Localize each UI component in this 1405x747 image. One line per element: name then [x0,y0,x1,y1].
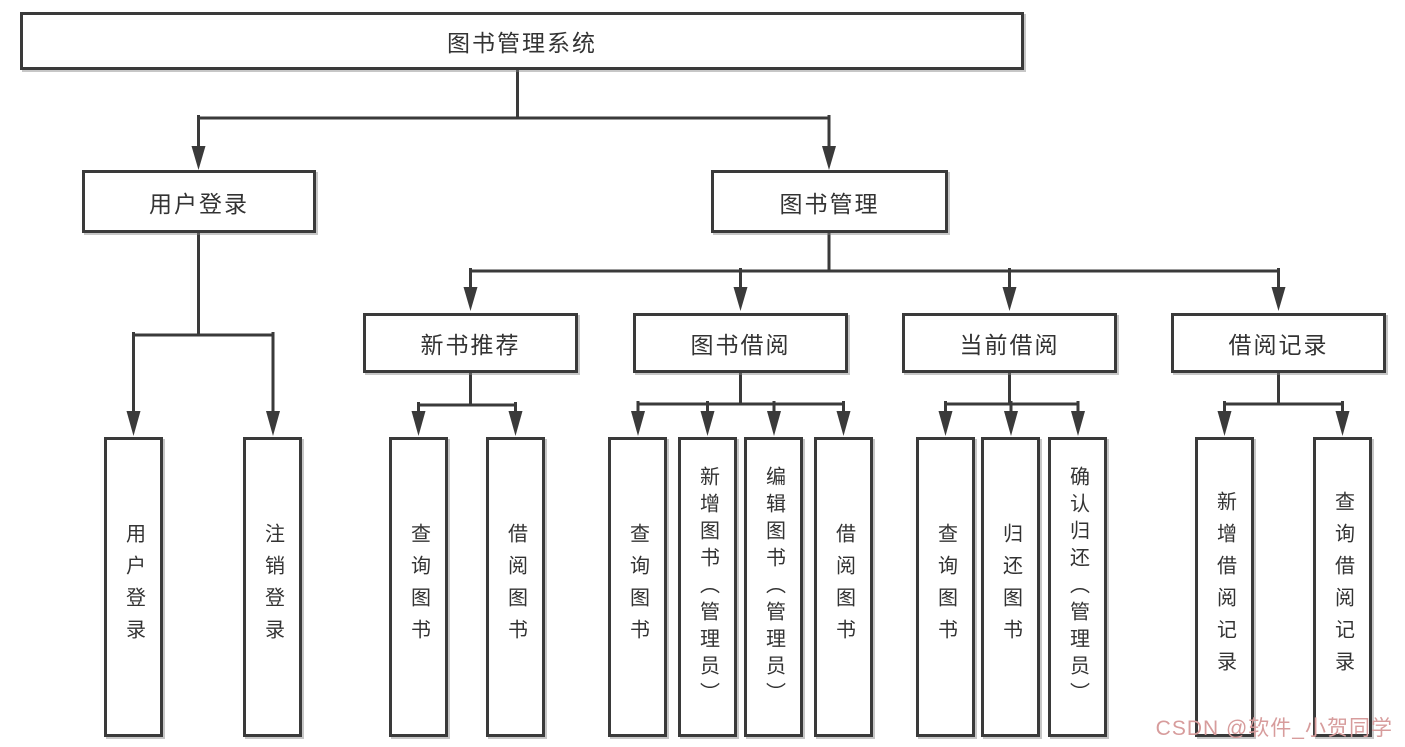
node-label: 新增借阅记录 [1213,491,1236,683]
node-label: 新增图书（管理员） [696,465,719,709]
leaf-edit-book-admin: 编辑图书（管理员） [744,437,803,737]
leaf-query-borrow-record: 查询借阅记录 [1313,437,1372,737]
leaf-query-book-borrow: 查询图书 [608,437,667,737]
node-label: 用户登录 [149,190,249,217]
node-book-borrow: 图书借阅 [633,313,848,373]
node-label: 用户登录 [122,523,145,651]
node-label: 注销登录 [261,523,284,651]
leaf-add-book-admin: 新增图书（管理员） [678,437,737,737]
node-label: 借阅图书 [504,523,527,651]
node-label: 确认归还（管理员） [1066,465,1089,709]
leaf-confirm-return-admin: 确认归还（管理员） [1048,437,1107,737]
node-label: 当前借阅 [959,332,1060,358]
connector-book-borrow-to-leaves [631,371,851,436]
node-label: 查询图书 [934,523,957,651]
leaf-borrow-book-recommend: 借阅图书 [486,437,545,737]
csdn-watermark: CSDN @软件_小贺同学 [1155,717,1393,740]
connector-new-book-to-leaves [411,371,523,436]
node-label: 查询图书 [407,523,430,651]
node-borrow-records: 借阅记录 [1171,313,1386,373]
leaf-query-book-current: 查询图书 [916,437,975,737]
node-book-management: 图书管理 [711,170,948,233]
connector-borrow-records-to-leaves [1217,371,1350,436]
connector-current-borrow-to-leaves [938,371,1085,436]
leaf-return-book: 归还图书 [981,437,1040,737]
node-label: 图书管理系统 [447,30,597,56]
leaf-borrow-book: 借阅图书 [814,437,873,737]
node-new-book-recommend: 新书推荐 [363,313,578,373]
node-label: 借阅记录 [1228,332,1329,358]
leaf-user-login: 用户登录 [104,437,163,737]
connector-root-to-level2 [191,68,836,170]
node-system-root: 图书管理系统 [20,12,1024,70]
node-user-login: 用户登录 [82,170,316,233]
node-label: 图书借阅 [690,332,791,358]
node-label: 查询图书 [626,523,649,651]
node-label: 查询借阅记录 [1331,491,1354,683]
connector-user-login-to-leaves [126,231,280,436]
leaf-add-borrow-record: 新增借阅记录 [1195,437,1254,737]
leaf-query-book-recommend: 查询图书 [389,437,448,737]
node-label: 图书管理 [779,190,880,217]
node-label: 归还图书 [999,523,1022,651]
node-label: 编辑图书（管理员） [762,465,785,709]
node-current-borrow: 当前借阅 [902,313,1117,373]
leaf-logout: 注销登录 [243,437,302,737]
node-label: 借阅图书 [832,523,855,651]
connector-book-management-to-level3 [463,231,1286,311]
node-label: 新书推荐 [420,332,521,358]
